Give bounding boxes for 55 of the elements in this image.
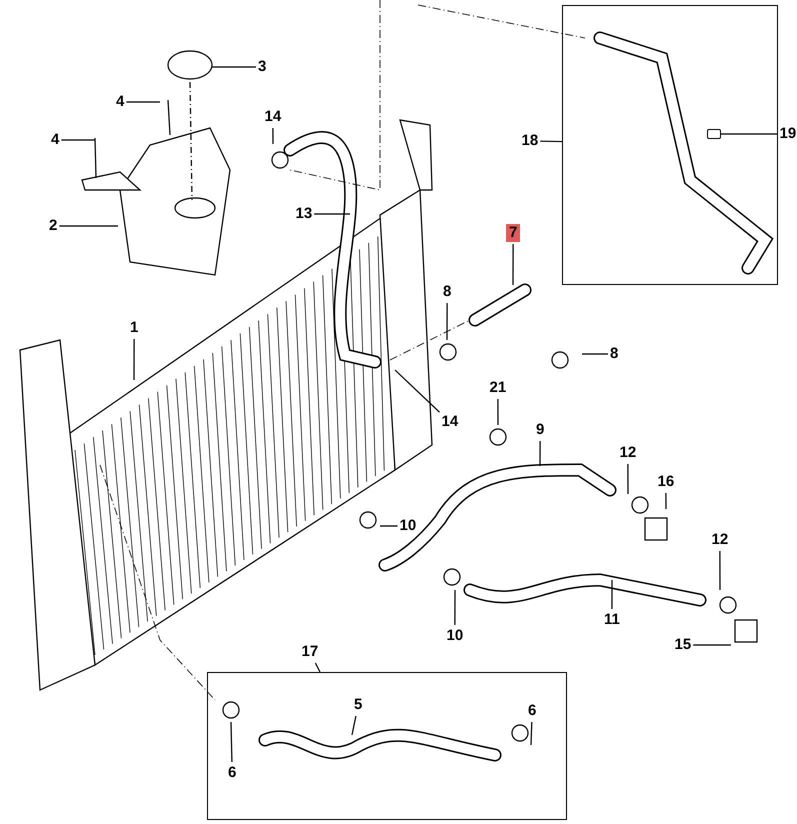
leader-line xyxy=(721,133,778,135)
callout-number: 10 xyxy=(446,627,464,645)
callout-number: 7 xyxy=(506,224,520,242)
leader-line xyxy=(394,370,440,413)
leader-line xyxy=(314,213,350,215)
callout-number: 2 xyxy=(49,217,58,235)
leader-line xyxy=(512,244,514,285)
callout-number: 19 xyxy=(780,125,796,143)
callout-number: 4 xyxy=(51,131,60,149)
callout-number: 18 xyxy=(522,132,538,150)
leader-line xyxy=(540,140,562,142)
leader-line xyxy=(446,303,448,340)
leader-line xyxy=(497,399,499,425)
callout-number: 4 xyxy=(116,93,124,111)
leader-line xyxy=(719,551,721,590)
callout-number: 15 xyxy=(674,636,692,654)
callout-number: 17 xyxy=(302,643,318,661)
leader-line xyxy=(61,139,95,141)
callout-number: 6 xyxy=(528,702,536,720)
leader-line xyxy=(454,590,456,625)
leader-line xyxy=(59,225,118,227)
leader-line xyxy=(693,644,731,646)
callout-number: 12 xyxy=(712,531,728,549)
callout-number: 21 xyxy=(490,379,506,397)
leader-line xyxy=(272,128,274,144)
leader-line xyxy=(539,441,541,466)
callout-number: 6 xyxy=(228,764,236,782)
leader-line xyxy=(126,101,160,103)
callout-number: 12 xyxy=(620,444,636,462)
leader-line xyxy=(314,662,320,672)
leader-line xyxy=(212,66,256,68)
callout-number: 5 xyxy=(354,696,362,714)
leader-line xyxy=(665,493,667,509)
group-frame xyxy=(562,5,778,285)
callout-number: 11 xyxy=(604,611,620,629)
callout-number: 14 xyxy=(442,413,458,431)
group-frame xyxy=(207,672,567,820)
callout-number: 8 xyxy=(443,283,452,301)
leader-line xyxy=(380,525,398,527)
leader-line xyxy=(230,722,233,762)
leader-line xyxy=(351,716,356,736)
callout-number: 16 xyxy=(658,473,674,491)
leader-line xyxy=(530,722,532,746)
callout-number: 10 xyxy=(400,517,416,535)
callout-number: 9 xyxy=(536,421,544,439)
callout-number: 13 xyxy=(296,205,312,223)
callout-number: 14 xyxy=(264,108,282,126)
leader-line xyxy=(133,339,135,380)
leader-line xyxy=(627,464,629,494)
callout-number: 3 xyxy=(258,58,266,76)
clip-icon xyxy=(707,129,721,139)
leader-line xyxy=(611,580,613,609)
leader-line xyxy=(582,353,608,355)
callout-number: 1 xyxy=(130,319,138,337)
callout-number: 8 xyxy=(610,345,618,363)
